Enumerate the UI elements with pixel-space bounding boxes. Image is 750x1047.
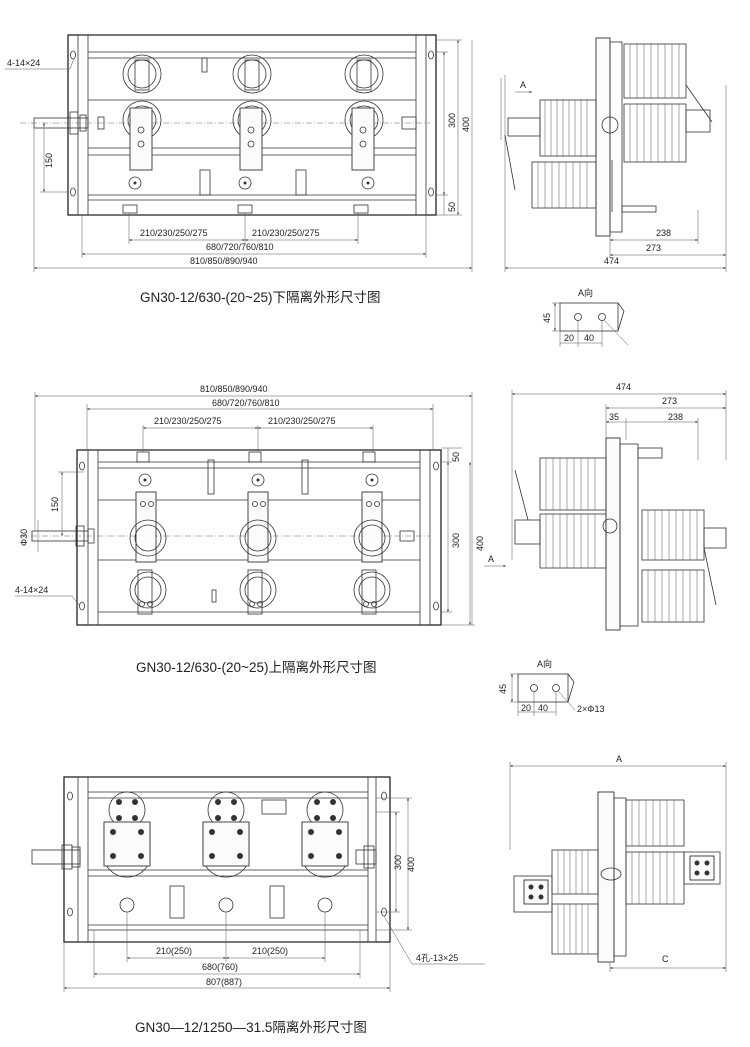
view2-pitch-right: 210/230/250/275 (268, 416, 336, 426)
view2-detail-45: 45 (498, 684, 508, 694)
view1-a-detail (552, 302, 629, 347)
view3-dim-400: 400 (406, 857, 416, 872)
view2-width-total: 810/850/890/940 (200, 384, 268, 394)
view2-front-drawing (15, 392, 475, 626)
view3-caption: GN30—12/1250—31.5隔离外形尺寸图 (135, 1019, 367, 1035)
view1-width-total: 810/850/890/940 (190, 256, 258, 266)
view3-width-total: 807(887) (206, 977, 242, 987)
view1-detail-20: 20 (564, 333, 574, 343)
view3-pitch-left: 210(250) (156, 946, 192, 956)
view2-side-273: 273 (662, 396, 677, 406)
view2-side-238: 238 (668, 412, 683, 422)
view2-pitch-left: 210/230/250/275 (154, 416, 222, 426)
view3-side-drawing (509, 762, 727, 972)
view3-pole-1 (103, 791, 151, 913)
view1-side-474: 474 (604, 256, 619, 266)
view2-dim-150: 150 (50, 497, 60, 512)
view2-dim-50: 50 (451, 452, 461, 462)
view3-dim-300: 300 (393, 855, 403, 870)
view2-detail-40: 40 (538, 703, 548, 713)
view2-pole-1 (129, 451, 167, 615)
view1-pole-2 (232, 54, 272, 214)
view1-dim-50: 50 (447, 202, 457, 212)
view2-side-474: 474 (616, 382, 631, 392)
view3-hole-note: 4孔-13×25 (416, 953, 458, 963)
view1-dim-400: 400 (461, 117, 471, 132)
view1-side-273: 273 (646, 243, 661, 253)
view1-pitch-right: 210/230/250/275 (252, 228, 320, 238)
view2-width-mid: 680/720/760/810 (212, 398, 280, 408)
view1-pitch-left: 210/230/250/275 (140, 228, 208, 238)
view2-dim-300: 300 (451, 533, 461, 548)
view2-dim-400: 400 (475, 536, 485, 551)
view1-detail-title: A向 (578, 287, 593, 298)
view1-hole-note: 4-14×24 (7, 58, 40, 68)
view2-detail-holes: 2×Φ13 (577, 704, 604, 714)
view2-detail-20: 20 (521, 703, 531, 713)
view1-dim-150: 150 (44, 153, 54, 168)
view1-side-A: A (520, 80, 526, 90)
view1-side-238: 238 (656, 228, 671, 238)
view2-caption: GN30-12/630-(20~25)上隔离外形尺寸图 (136, 659, 376, 675)
view2-pole-2 (239, 451, 277, 615)
view3-side-A: A (616, 754, 622, 764)
view1-width-mid: 680/720/760/810 (206, 242, 274, 252)
view3-pole-3 (301, 791, 349, 913)
view1-detail-45: 45 (542, 313, 552, 323)
view2-dim-phi30: Φ30 (19, 529, 29, 546)
view3-side-C: C (662, 954, 669, 964)
view2-side-drawing (484, 390, 727, 631)
view3-width-mid: 680(760) (202, 962, 238, 972)
view3-pitch-right: 210(250) (252, 946, 288, 956)
view2-pole-3 (353, 451, 391, 615)
view1-pole-1 (122, 54, 162, 214)
view2-side-35: 35 (609, 412, 619, 422)
view2-hole-note: 4-14×24 (15, 585, 48, 595)
view2-side-A: A (488, 554, 494, 564)
view2-detail-title: A向 (537, 658, 552, 669)
view1-detail-40: 40 (584, 333, 594, 343)
view1-dim-300: 300 (447, 113, 457, 128)
view1-pole-3 (344, 54, 384, 214)
view3-front-drawing (31, 776, 485, 992)
view1-caption: GN30-12/630-(20~25)下隔离外形尺寸图 (140, 289, 380, 305)
view1-side-drawing (500, 37, 727, 272)
view3-pole-2 (202, 791, 250, 913)
view1-front-drawing (5, 34, 473, 272)
view2-a-detail (510, 673, 576, 716)
